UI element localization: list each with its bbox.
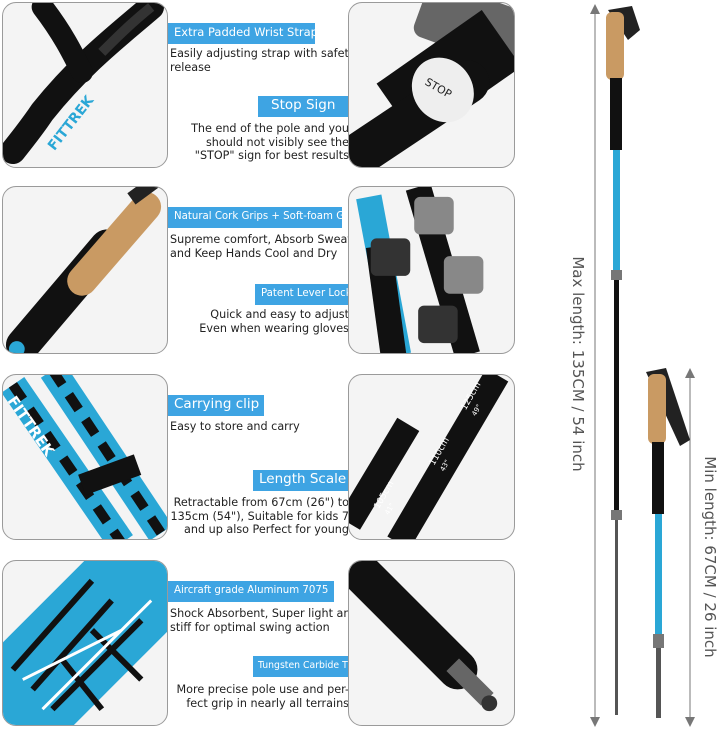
feature-desc-cork-grips: Supreme comfort, Absorb Sweat, and Keep … — [170, 233, 356, 260]
wrist-strap-photo: FITTREK — [2, 2, 168, 168]
feature-desc-lever-lock: Quick and easy to adjust Even when weari… — [199, 308, 349, 335]
scale-inch-3: 41" — [383, 502, 396, 516]
feature-desc-length-scale: Retractable from 67cm (26") to 135cm (54… — [170, 496, 349, 537]
carbide-tip-photo — [348, 560, 515, 726]
feature-tag-aluminum: Aircraft grade Aluminum 7075 — [168, 581, 334, 602]
aluminum-pattern-photo — [2, 560, 168, 726]
feature-tag-cork-grips: Natural Cork Grips + Soft-foam Grip — [168, 207, 358, 228]
cork-grip-photo — [2, 186, 168, 354]
feature-desc-aluminum: Shock Absorbent, Super light and stiff f… — [170, 607, 358, 634]
feature-tag-length-scale: Length Scale — [253, 470, 348, 491]
feature-tag-lever-lock: Patent Lever Lock — [255, 284, 352, 305]
feature-tag-wrist-straps: Extra Padded Wrist Straps — [168, 23, 324, 44]
carrying-clip-photo: FITTREK — [2, 374, 168, 540]
feature-tag-stop-sign: Stop Sign — [258, 96, 348, 117]
length-scale-photo: 125cm 110cm 105cm 49" 43" 41" — [348, 374, 515, 540]
lever-lock-photo — [348, 186, 515, 354]
feature-desc-carrying-clip: Easy to store and carry — [170, 420, 300, 433]
stop-sign-photo: STOP — [348, 2, 515, 168]
feature-desc-wrist-straps: Easily adjusting strap with safety relea… — [170, 47, 356, 74]
feature-tag-carbide-tip: Tungsten Carbide Tip — [253, 656, 356, 677]
max-length-label: Max length: 135CM / 54 inch — [569, 256, 587, 472]
feature-tag-carrying-clip: Carrying clip — [168, 395, 264, 416]
feature-desc-stop-sign: The end of the pole and you should not v… — [191, 122, 349, 163]
feature-desc-carbide-tip: More precise pole use and per- fect grip… — [176, 683, 349, 710]
pole-comparison-illustration — [590, 4, 695, 727]
min-length-label: Min length: 67CM / 26 inch — [701, 456, 719, 658]
